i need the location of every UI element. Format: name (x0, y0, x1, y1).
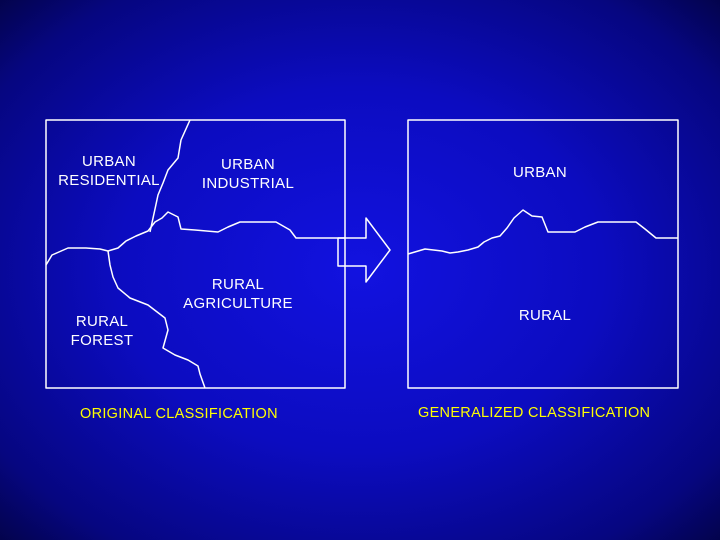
label-urban-industrial: URBAN INDUSTRIAL (201, 156, 295, 192)
boundary-residential-industrial (149, 119, 191, 233)
original-map-frame (45, 119, 346, 389)
generalized-map-frame (407, 119, 679, 389)
label-urban: URBAN (512, 164, 567, 181)
label-urban-residential: URBAN RESIDENTIAL (58, 153, 160, 189)
label-rural: RURAL (518, 307, 572, 324)
boundary-generalized-urban-rural (407, 209, 678, 255)
label-rural-forest: RURAL FOREST (70, 313, 134, 349)
caption-generalized-classification: GENERALIZED CLASSIFICATION (418, 405, 651, 421)
transform-arrow-icon (337, 217, 391, 283)
generalized-map (407, 119, 679, 389)
label-rural-agriculture: RURAL AGRICULTURE (183, 276, 293, 312)
boundary-forest-agriculture (107, 250, 206, 389)
caption-original-classification: ORIGINAL CLASSIFICATION (80, 406, 278, 422)
boundary-urban-rural (45, 211, 345, 266)
original-map (45, 119, 346, 389)
